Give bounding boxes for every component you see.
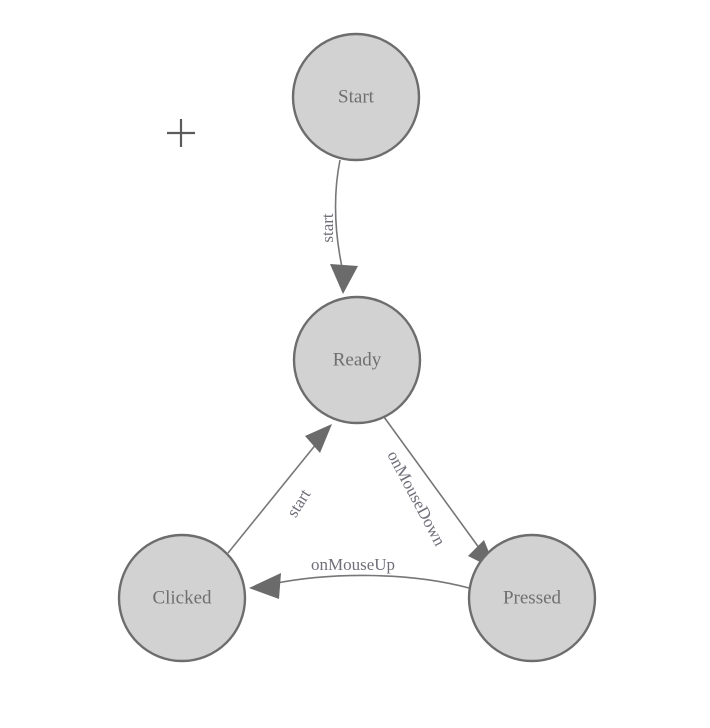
state-node-clicked[interactable]: Clicked: [117, 533, 247, 663]
state-label-clicked: Clicked: [152, 587, 212, 608]
state-label-ready: Ready: [333, 349, 382, 370]
edge-label-pressed-to-clicked: onMouseUp: [311, 555, 395, 574]
arrowhead-into-clicked: [249, 573, 281, 599]
state-circle-ready[interactable]: [292, 295, 422, 425]
arrowhead-into-ready-bottomleft: [305, 424, 332, 453]
arrowhead-into-ready-top: [330, 264, 358, 294]
edge-pressed-to-clicked[interactable]: onMouseUp: [249, 555, 470, 599]
edge-ready-to-pressed[interactable]: onMouseDown: [383, 416, 496, 570]
edge-line-pressed-to-clicked: [271, 574, 470, 589]
edge-line-clicked-to-ready: [227, 442, 318, 554]
edge-clicked-to-ready[interactable]: start: [227, 424, 332, 554]
state-circle-start[interactable]: [291, 32, 421, 162]
edge-start-to-ready[interactable]: start: [318, 159, 358, 294]
state-circle-pressed[interactable]: [467, 533, 597, 663]
edge-label-clicked-to-ready: start: [283, 485, 315, 520]
crosshair-cursor-icon: [167, 119, 195, 147]
state-circle-clicked[interactable]: [117, 533, 247, 663]
state-node-pressed[interactable]: Pressed: [467, 533, 597, 663]
state-label-pressed: Pressed: [503, 587, 562, 608]
state-node-start[interactable]: Start: [291, 32, 421, 162]
edge-line-ready-to-pressed: [383, 416, 486, 557]
state-node-ready[interactable]: Ready: [292, 295, 422, 425]
state-label-start: Start: [338, 86, 375, 107]
edge-line-start-to-ready: [334, 159, 344, 273]
edge-label-start-to-ready: start: [318, 213, 337, 243]
